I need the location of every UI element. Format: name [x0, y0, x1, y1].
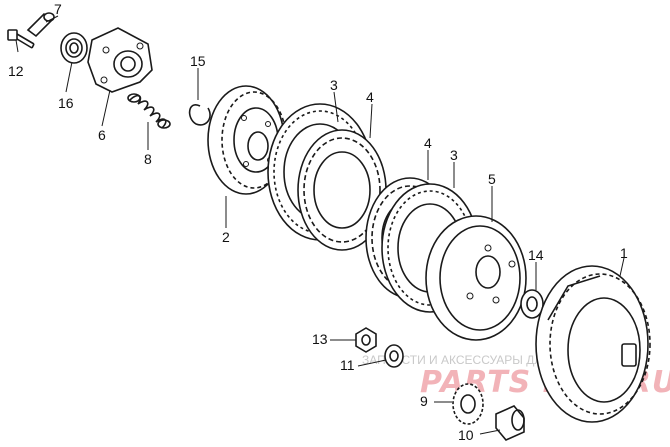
leader-lines [15, 15, 625, 435]
callout-6: 6 [98, 127, 106, 143]
pressure-plate-part-5 [425, 215, 527, 341]
callout-13: 13 [312, 331, 328, 347]
circlip-part-15 [188, 104, 211, 126]
collar-part-10 [495, 405, 525, 441]
gear-part-9 [452, 383, 484, 425]
callout-15: 15 [190, 53, 206, 69]
callout-2: 2 [222, 229, 230, 245]
callout-5: 5 [488, 171, 496, 187]
washer-part-14 [520, 289, 544, 319]
callout-7: 7 [54, 1, 62, 17]
clutch-plate-part-4-upper [297, 129, 387, 251]
callout-4-lower: 4 [424, 135, 432, 151]
callout-3-upper: 3 [330, 77, 338, 93]
callout-4-upper: 4 [366, 89, 374, 105]
lifter-plate-part-6 [87, 27, 153, 93]
clutch-outer-part-1 [535, 265, 651, 423]
washer-part-11 [384, 344, 404, 368]
spring-part-8 [127, 93, 171, 129]
bolt-part-12 [7, 29, 35, 49]
callout-16: 16 [58, 95, 74, 111]
callout-14: 14 [528, 247, 544, 263]
pin-part-7 [26, 12, 55, 38]
bearing-part-16 [60, 32, 88, 64]
callout-12: 12 [8, 63, 24, 79]
callout-1: 1 [620, 245, 628, 261]
callout-9: 9 [420, 393, 428, 409]
callout-11: 11 [340, 357, 355, 373]
callout-8: 8 [144, 151, 152, 167]
callout-numbers: 1 2 3 4 4 3 5 6 7 8 9 10 11 12 13 14 15 … [8, 1, 628, 443]
nut-part-13 [355, 327, 377, 353]
callout-10: 10 [458, 427, 474, 443]
callout-3-lower: 3 [450, 147, 458, 163]
